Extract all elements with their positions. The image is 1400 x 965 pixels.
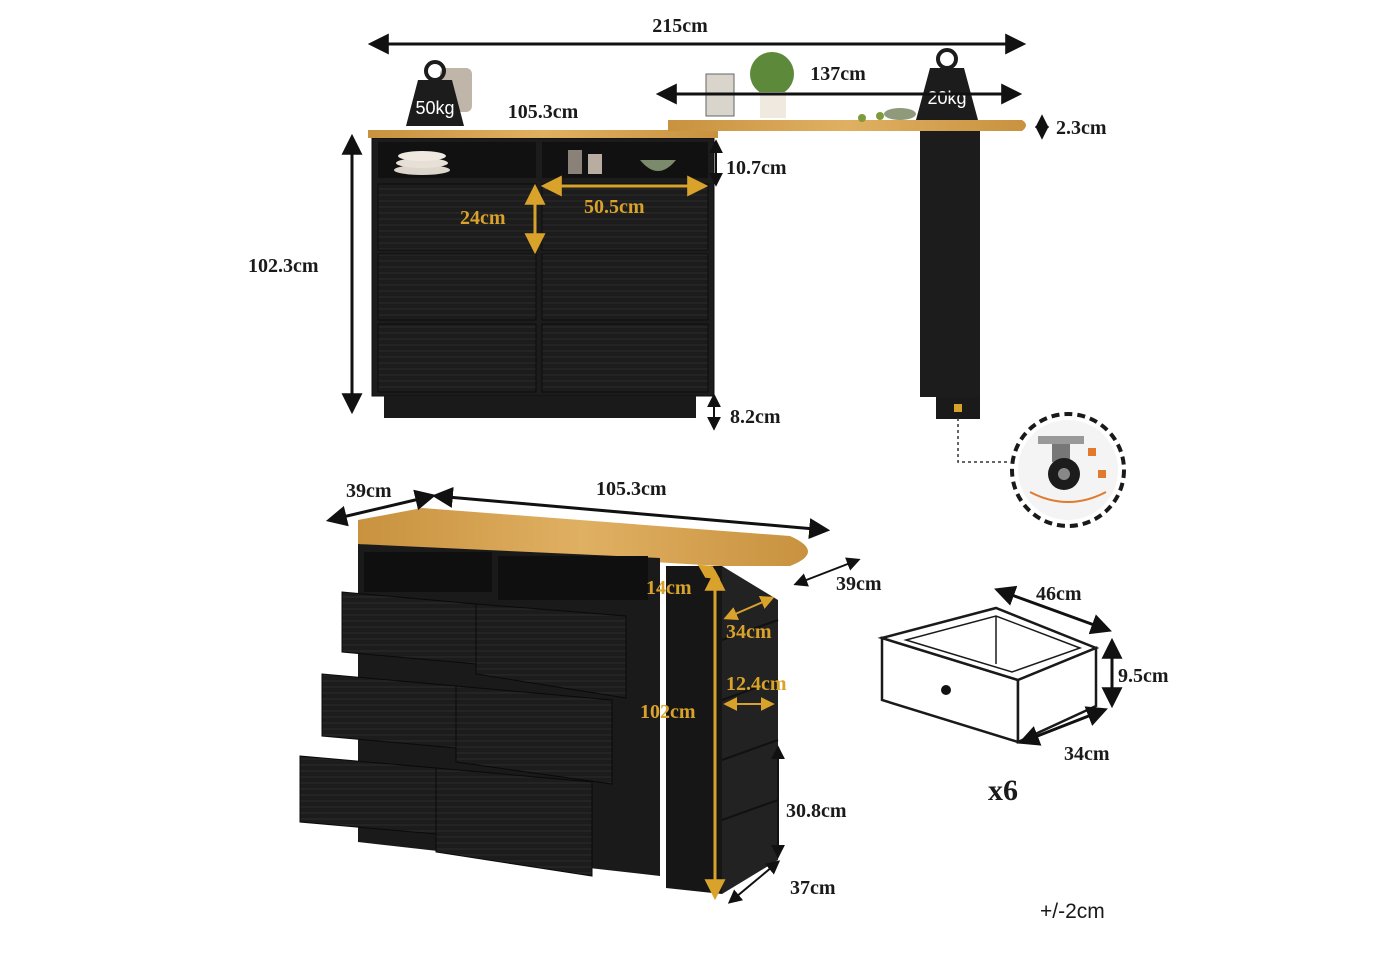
open-shelf-right: [542, 142, 708, 178]
caster-callout-line: [957, 418, 1010, 463]
caster-mark: [954, 404, 962, 412]
extension-leg: [920, 131, 980, 397]
iso-shelf-height-label: 12.4cm: [726, 673, 787, 695]
iso-side-shelves: [722, 566, 778, 894]
iso-drawer: [435, 767, 593, 877]
cabinet-top: [368, 130, 718, 138]
isometric-view: 39cm 105.3cm 39cm 14cm 34cm 12.4cm 102cm…: [299, 478, 882, 904]
drawer-width-line: [1018, 706, 1108, 746]
iso-base-depth-line: [727, 860, 781, 904]
iso-cubby: [498, 556, 648, 600]
iso-lower-label: 30.8cm: [786, 800, 847, 822]
lock-icon: [1088, 448, 1096, 456]
iso-width-label: 105.3cm: [596, 478, 667, 500]
iso-drawer: [475, 603, 627, 699]
load-extension-label: 20kg: [927, 88, 966, 108]
drawer-front: [377, 253, 537, 321]
load-cabinet-label: 50kg: [415, 98, 454, 118]
extension-top: [668, 120, 1026, 131]
drawer-height-label: 24cm: [460, 207, 506, 229]
height-label: 102.3cm: [248, 255, 319, 277]
iso-top-shelf-label: 14cm: [646, 577, 692, 599]
iso-drawer: [321, 673, 457, 749]
iso-width-line: [431, 486, 831, 540]
extension-width-label: 137cm: [810, 63, 866, 85]
weight-icon: 50kg: [406, 60, 464, 126]
drawer-front: [377, 183, 537, 251]
drawer-detail-height-label: 9.5cm: [1118, 665, 1169, 687]
caster-wheel-icon: [1010, 412, 1126, 528]
weight-icon: 20kg: [916, 48, 978, 120]
iso-drawer: [455, 685, 613, 785]
shelf-height-label: 10.7cm: [726, 157, 787, 179]
overall-width-label: 215cm: [652, 15, 708, 37]
drawer-knob: [941, 685, 951, 695]
iso-depth-label: 39cm: [346, 480, 392, 502]
shelf-decor: [394, 150, 676, 175]
drawer-front: [377, 323, 537, 393]
drawer-front: [541, 253, 709, 321]
front-elevation: 50kg 20kg 215cm 105.3cm 137cm 2.3cm 10.7…: [248, 15, 1126, 528]
iso-cubby: [364, 552, 492, 592]
tolerance-note: +/-2cm: [1040, 900, 1105, 923]
iso-side-depth-label: 39cm: [836, 573, 882, 595]
iso-side-height-label: 102cm: [640, 701, 696, 723]
iso-drawer: [341, 591, 477, 665]
iso-shelf-width-line: [723, 596, 775, 620]
drawer-front: [541, 323, 709, 393]
iso-depth-line: [325, 489, 437, 527]
lock-icon: [1098, 470, 1106, 478]
iso-shelf-width-label: 34cm: [726, 621, 772, 643]
drawer-detail: 46cm 9.5cm 34cm x6: [877, 583, 1169, 807]
cabinet-base: [384, 396, 696, 418]
iso-drawer: [299, 755, 437, 835]
drawer-width-label: 50.5cm: [584, 196, 645, 218]
drawer-depth-line: [994, 585, 1112, 635]
drawer-quantity-label: x6: [988, 774, 1018, 807]
iso-base-depth-label: 37cm: [790, 877, 836, 899]
top-thickness-label: 2.3cm: [1056, 117, 1107, 139]
drawer-detail-width-label: 34cm: [1064, 743, 1110, 765]
drawer-outline-icon: [877, 606, 1100, 744]
drawer-depth-label: 46cm: [1036, 583, 1082, 605]
iso-side-depth-line: [793, 557, 861, 587]
cabinet-width-label: 105.3cm: [508, 101, 579, 123]
base-height-label: 8.2cm: [730, 406, 781, 428]
